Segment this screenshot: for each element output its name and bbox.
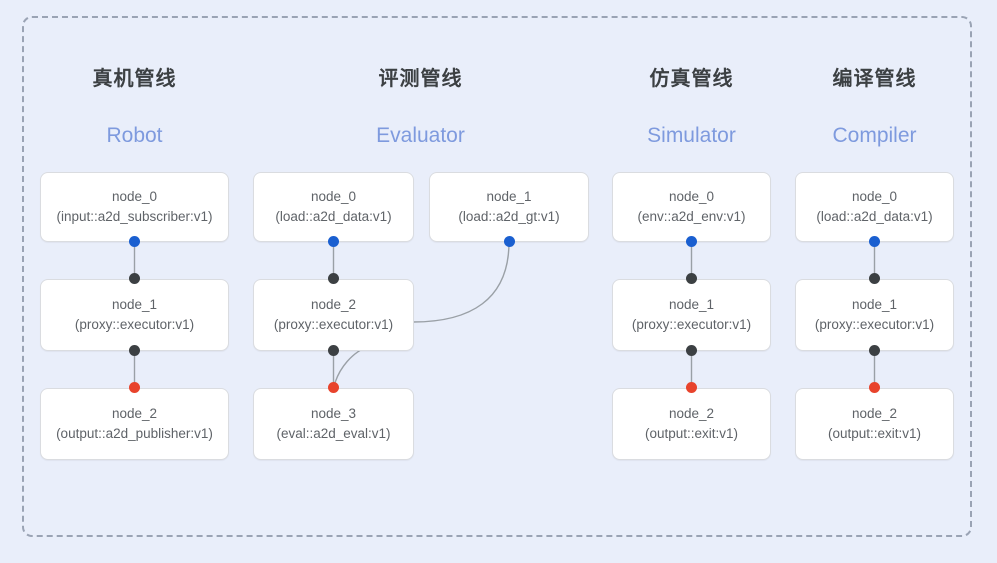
node-sim-node-2[interactable]: node_2 (output::exit:v1) — [612, 388, 771, 460]
node-robot-node-0[interactable]: node_0 (input::a2d_subscriber:v1) — [40, 172, 229, 242]
node-label-type: (input::a2d_subscriber:v1) — [56, 209, 213, 224]
node-label-type: (proxy::executor:v1) — [273, 317, 394, 332]
column-title-evaluator: 评测管线 — [378, 68, 463, 90]
port-output-sim-node-0[interactable] — [686, 236, 697, 247]
node-label-name: node_0 — [310, 189, 357, 204]
node-robot-node-2[interactable]: node_2 (output::a2d_publisher:v1) — [40, 388, 229, 460]
column-subtitle-simulator: Simulator — [647, 124, 736, 147]
node-sim-node-1[interactable]: node_1 (proxy::executor:v1) — [612, 279, 771, 351]
port-input-robot-node-2[interactable] — [129, 382, 140, 393]
node-eval-node-3[interactable]: node_3 (eval::a2d_eval:v1) — [253, 388, 414, 460]
port-input-sim-node-1[interactable] — [686, 273, 697, 284]
node-label-type: (load::a2d_data:v1) — [275, 209, 392, 224]
node-label-type: (output::exit:v1) — [644, 426, 739, 441]
node-label-type: (load::a2d_data:v1) — [816, 209, 933, 224]
node-label-name: node_1 — [668, 297, 715, 312]
port-output-sim-node-1[interactable] — [686, 345, 697, 356]
node-label-name: node_0 — [851, 189, 898, 204]
port-input-eval-node-2[interactable] — [328, 273, 339, 284]
node-label-name: node_2 — [851, 406, 898, 421]
node-label-type: (output::exit:v1) — [827, 426, 922, 441]
column-subtitle-evaluator: Evaluator — [376, 124, 465, 147]
port-output-comp-node-0[interactable] — [869, 236, 880, 247]
node-label-type: (proxy::executor:v1) — [814, 317, 935, 332]
node-robot-node-1[interactable]: node_1 (proxy::executor:v1) — [40, 279, 229, 351]
node-label-name: node_3 — [310, 406, 357, 421]
port-output-robot-node-0[interactable] — [129, 236, 140, 247]
node-label-type: (output::a2d_publisher:v1) — [56, 426, 213, 441]
node-comp-node-1[interactable]: node_1 (proxy::executor:v1) — [795, 279, 954, 351]
column-subtitle-robot: Robot — [106, 124, 163, 147]
node-label-type: (env::a2d_env:v1) — [637, 209, 746, 224]
port-output-comp-node-1[interactable] — [869, 345, 880, 356]
node-label-name: node_1 — [486, 189, 532, 204]
node-label-name: node_1 — [851, 297, 898, 312]
port-input-comp-node-1[interactable] — [869, 273, 880, 284]
node-label-name: node_2 — [111, 406, 158, 421]
port-input-comp-node-2[interactable] — [869, 382, 880, 393]
node-label-name: node_1 — [111, 297, 158, 312]
node-comp-node-2[interactable]: node_2 (output::exit:v1) — [795, 388, 954, 460]
port-output-eval-node-0[interactable] — [328, 236, 339, 247]
node-comp-node-0[interactable]: node_0 (load::a2d_data:v1) — [795, 172, 954, 242]
port-output-robot-node-1[interactable] — [129, 345, 140, 356]
node-label-name: node_0 — [668, 189, 715, 204]
node-label-type: (eval::a2d_eval:v1) — [276, 426, 391, 441]
node-label-name: node_2 — [310, 297, 357, 312]
node-label-type: (load::a2d_gt:v1) — [458, 209, 560, 224]
node-eval-node-0[interactable]: node_0 (load::a2d_data:v1) — [253, 172, 414, 242]
column-title-simulator: 仿真管线 — [649, 68, 734, 90]
node-label-type: (proxy::executor:v1) — [631, 317, 752, 332]
column-title-robot: 真机管线 — [92, 68, 177, 90]
node-eval-node-1[interactable]: node_1 (load::a2d_gt:v1) — [429, 172, 589, 242]
column-title-compiler: 编译管线 — [832, 68, 917, 90]
node-label-name: node_2 — [668, 406, 715, 421]
node-sim-node-0[interactable]: node_0 (env::a2d_env:v1) — [612, 172, 771, 242]
port-output-eval-node-2[interactable] — [328, 345, 339, 356]
port-input-eval-node-3[interactable] — [328, 382, 339, 393]
pipeline-group-frame — [22, 16, 972, 537]
port-output-eval-node-1[interactable] — [504, 236, 515, 247]
port-input-robot-node-1[interactable] — [129, 273, 140, 284]
node-eval-node-2[interactable]: node_2 (proxy::executor:v1) — [253, 279, 414, 351]
column-subtitle-compiler: Compiler — [832, 124, 917, 147]
port-input-sim-node-2[interactable] — [686, 382, 697, 393]
node-label-type: (proxy::executor:v1) — [74, 317, 195, 332]
node-label-name: node_0 — [111, 189, 158, 204]
